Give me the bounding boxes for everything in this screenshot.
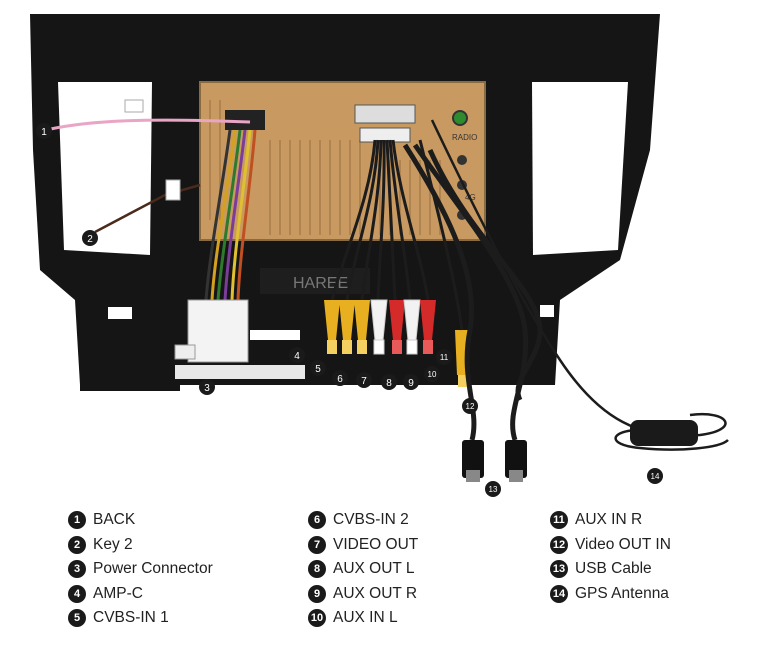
legend-item: 14 GPS Antenna [550,582,671,607]
product-photo: RADIO 4G HAREE [30,14,729,497]
legend-label: GPS Antenna [575,584,669,602]
numbered-circle-icon: 10 [308,609,326,628]
right-window [532,82,628,255]
numbered-circle-icon: 7 [308,535,326,554]
numbered-circle-icon: 14 [550,584,568,603]
gps-antenna [630,420,698,446]
legend-item: 1 BACK [68,508,213,533]
legend-item: 5 CVBS-IN 1 [68,606,213,631]
numbered-circle-icon: 6 [308,511,326,530]
legend-item: 12 Video OUT IN [550,533,671,558]
legend-item: 9 AUX OUT R [308,582,418,607]
radio-port-label: RADIO [452,133,477,142]
callout-markers: 1 2 3 4 5 6 7 8 9 10 11 12 13 14 [36,123,663,497]
legend-item: 3 Power Connector [68,557,213,582]
legend-item: 8 AUX OUT L [308,557,418,582]
rca-plug-group [324,299,470,387]
svg-text:12: 12 [466,402,475,411]
numbered-circle-icon: 2 [68,535,86,554]
svg-text:10: 10 [428,370,437,379]
svg-text:13: 13 [489,485,498,494]
legend-label: CVBS-IN 2 [333,511,409,529]
legend-column-2: 6 CVBS-IN 2 7 VIDEO OUT 8 AUX OUT L 9 AUX OU… [308,508,418,631]
usb-plug-right [505,440,527,478]
svg-text:11: 11 [440,353,449,362]
legend-label: Key 2 [93,535,133,553]
legend-item: 7 VIDEO OUT [308,533,418,558]
legend-label: CVBS-IN 1 [93,609,169,627]
legend-label: USB Cable [575,560,652,578]
numbered-circle-icon: 12 [550,535,568,554]
legend-label: AUX IN L [333,609,398,627]
numbered-circle-icon: 1 [68,511,86,530]
legend-label: AUX IN R [575,511,643,529]
legend-label: AUX OUT R [333,584,418,602]
legend-label: BACK [93,511,136,529]
usb-plug-left [462,440,484,478]
legend-item: 6 CVBS-IN 2 [308,508,418,533]
svg-text:5: 5 [315,364,321,375]
svg-text:6: 6 [337,374,343,385]
legend-column-1: 1 BACK 2 Key 2 3 Power Connector 4 AMP-C 5 CV… [68,508,213,631]
svg-text:3: 3 [204,383,210,394]
svg-text:4: 4 [294,351,300,362]
svg-text:7: 7 [361,376,367,387]
svg-text:14: 14 [651,472,660,481]
numbered-circle-icon: 4 [68,584,86,603]
legend-item: 13 USB Cable [550,557,671,582]
legend-label: Video OUT IN [575,535,671,553]
svg-text:8: 8 [386,378,392,389]
numbered-circle-icon: 5 [68,609,86,628]
svg-text:1: 1 [41,127,47,138]
power-connector-plug [187,299,249,363]
legend-label: Power Connector [93,560,213,578]
legend-item: 11 AUX IN R [550,508,671,533]
legend-item: 10 AUX IN L [308,606,418,631]
legend-label: VIDEO OUT [333,535,419,553]
numbered-circle-icon: 13 [550,560,568,579]
svg-text:9: 9 [408,378,414,389]
numbered-circle-icon: 9 [308,584,326,603]
numbered-circle-icon: 3 [68,560,86,579]
legend: 1 BACK 2 Key 2 3 Power Connector 4 AMP-C 5 CV… [0,508,764,648]
numbered-circle-icon: 8 [308,560,326,579]
legend-item: 4 AMP-C [68,582,213,607]
legend-label: AUX OUT L [333,560,415,578]
svg-text:2: 2 [87,234,93,245]
head-unit-board [199,81,486,241]
legend-item: 2 Key 2 [68,533,213,558]
legend-column-3: 11 AUX IN R 12 Video OUT IN 13 USB Cable 14… [550,508,671,606]
legend-label: AMP-C [93,584,143,602]
numbered-circle-icon: 11 [550,511,568,530]
